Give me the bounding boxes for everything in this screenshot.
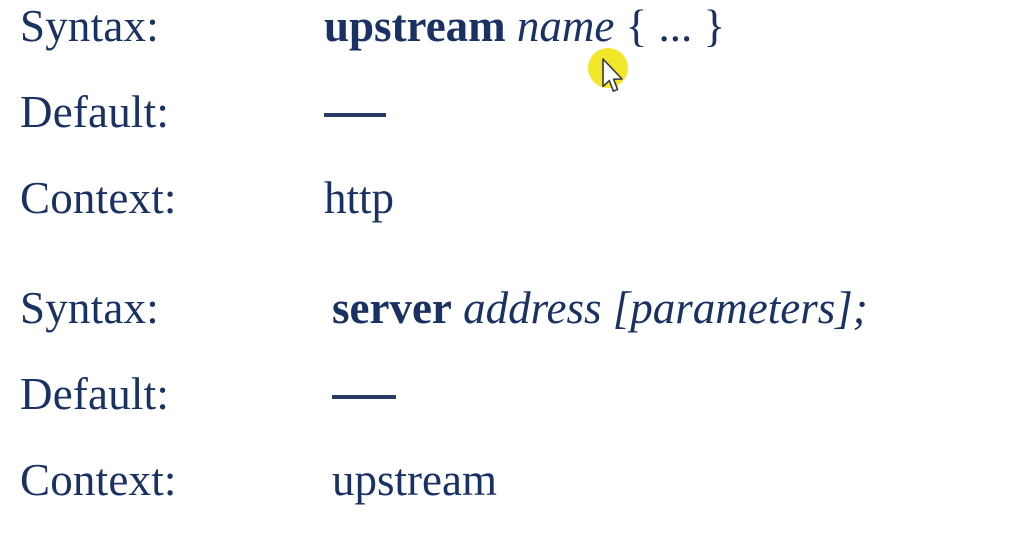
syntax-bracket-open: [ xyxy=(612,283,631,333)
directive-row-context: Context: upstream xyxy=(0,454,1019,540)
syntax-bracket-close: ]; xyxy=(835,283,868,333)
row-value-context: http xyxy=(324,173,395,223)
directive-block-upstream: Syntax: upstream name { ... } Default: C… xyxy=(0,0,1019,258)
row-value-context: upstream xyxy=(332,455,497,505)
row-label-syntax: Syntax: xyxy=(20,283,159,333)
row-value-syntax: server address [parameters]; xyxy=(332,282,868,334)
syntax-param-name: name xyxy=(516,1,615,51)
directive-row-syntax: Syntax: server address [parameters]; xyxy=(0,282,1019,368)
row-label-context: Context: xyxy=(20,455,177,505)
row-label-context: Context: xyxy=(20,173,177,223)
directive-row-default: Default: xyxy=(0,368,1019,454)
row-value-default xyxy=(324,86,386,138)
directive-row-context: Context: http xyxy=(0,172,1019,258)
row-value-syntax: upstream name { ... } xyxy=(324,0,725,52)
directive-row-syntax: Syntax: upstream name { ... } xyxy=(0,0,1019,86)
syntax-param-address: address xyxy=(463,283,602,333)
row-value-default xyxy=(332,368,396,420)
row-label-default: Default: xyxy=(20,369,170,419)
em-dash-glyph xyxy=(332,395,396,399)
directive-row-default: Default: xyxy=(0,86,1019,172)
syntax-keyword-server: server xyxy=(332,283,452,333)
em-dash-glyph xyxy=(324,113,386,117)
syntax-keyword-upstream: upstream xyxy=(324,1,506,51)
syntax-braces: { ... } xyxy=(625,1,726,51)
syntax-param-parameters: parameters xyxy=(630,283,836,333)
row-label-syntax: Syntax: xyxy=(20,1,159,51)
directive-block-server: Syntax: server address [parameters]; Def… xyxy=(0,282,1019,540)
row-label-default: Default: xyxy=(20,87,170,137)
